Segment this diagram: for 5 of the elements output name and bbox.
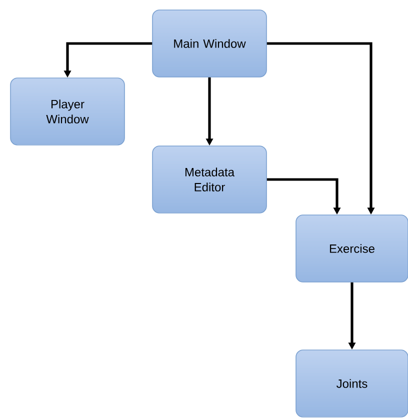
process-box: Metadata Editor (152, 146, 267, 214)
process-box: Player Window (10, 78, 125, 146)
process-box: Exercise (296, 214, 408, 282)
process-box: Joints (296, 350, 408, 418)
process-box: Main Window (152, 10, 267, 78)
